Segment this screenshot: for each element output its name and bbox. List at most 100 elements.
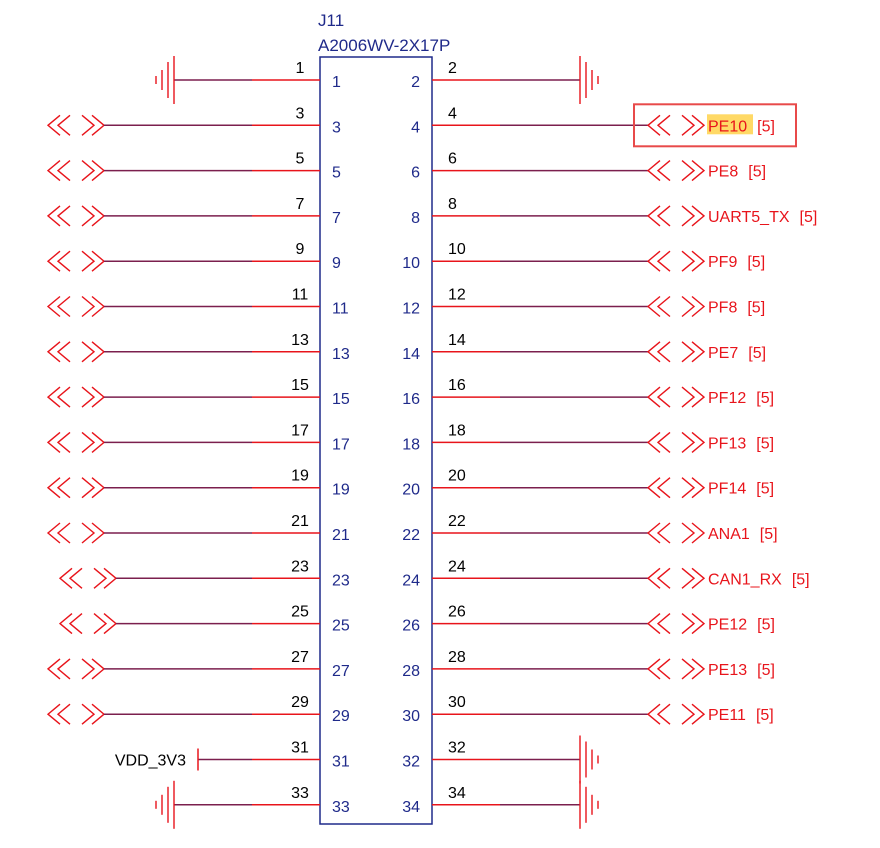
- port-arrow-icon: [46, 703, 106, 725]
- pin-number-outer-left: 3: [296, 105, 305, 122]
- port-arrow-icon: [646, 477, 706, 499]
- pin-number-outer-right: 24: [448, 558, 466, 575]
- port-arrow-icon: [46, 431, 106, 453]
- pin-number-outer-left: 29: [291, 694, 309, 711]
- port-arrow-icon: [646, 341, 706, 363]
- pin-number-outer-right: 34: [448, 785, 466, 802]
- connector-body: [319, 56, 433, 825]
- pin-number-outer-left: 19: [291, 468, 309, 485]
- net-label-6: PE8: [708, 164, 738, 181]
- pin-number-outer-right: 30: [448, 694, 466, 711]
- pin-number-inner-left: 19: [332, 482, 350, 499]
- pin-number-inner-right: 12: [402, 301, 420, 318]
- sheet-ref: [5]: [757, 118, 775, 135]
- pin-number-inner-left: 1: [332, 74, 341, 91]
- pin-number-outer-right: 26: [448, 604, 466, 621]
- port-arrow-icon: [646, 250, 706, 272]
- port-arrow-icon: [646, 431, 706, 453]
- port-arrow-icon: [646, 703, 706, 725]
- port-arrow-icon: [646, 205, 706, 227]
- pin-number-inner-right: 18: [402, 436, 420, 453]
- pin-number-outer-right: 8: [448, 196, 457, 213]
- port-arrow-icon: [46, 341, 106, 363]
- port-arrow-icon: [646, 295, 706, 318]
- port-arrow-icon: [46, 250, 106, 272]
- pin-number-outer-right: 14: [448, 332, 466, 349]
- component-part-number: A2006WV-2X17P: [318, 36, 450, 55]
- net-label-18: PF13: [708, 435, 746, 452]
- net-label-20: PF14: [708, 481, 746, 498]
- port-arrow-icon: [646, 114, 706, 136]
- pins-layer: 1133557799111113131515171719192121232325…: [46, 56, 817, 829]
- pin-number-inner-left: 27: [332, 663, 350, 680]
- port-arrow-icon: [646, 522, 706, 544]
- sheet-ref: [5]: [748, 164, 766, 181]
- port-arrow-icon: [646, 386, 706, 408]
- port-arrow-icon: [646, 658, 706, 680]
- pin-number-inner-left: 29: [332, 708, 350, 725]
- net-label-28: PE13: [708, 662, 747, 679]
- pin-number-inner-right: 28: [402, 663, 420, 680]
- port-arrow-icon: [46, 295, 106, 318]
- pin-number-inner-left: 33: [332, 799, 350, 816]
- pin-number-outer-right: 18: [448, 422, 466, 439]
- port-arrow-icon: [646, 160, 706, 182]
- port-arrow-icon: [646, 567, 706, 589]
- power-net-label: VDD_3V3: [115, 753, 186, 770]
- port-arrow-icon: [46, 658, 106, 680]
- sheet-ref: [5]: [748, 345, 766, 362]
- highlight-marker: [707, 114, 753, 135]
- pin-number-outer-left: 21: [291, 513, 309, 530]
- sheet-ref: [5]: [756, 390, 774, 407]
- pin-number-outer-left: 5: [296, 151, 305, 168]
- pin-number-inner-right: 14: [402, 346, 420, 363]
- net-label-26: PE12: [708, 617, 747, 634]
- pin-number-inner-right: 6: [411, 165, 420, 182]
- pin-number-outer-right: 20: [448, 468, 466, 485]
- pin-number-inner-right: 20: [402, 482, 420, 499]
- pin-number-outer-left: 9: [296, 241, 305, 258]
- pin-number-outer-left: 23: [291, 558, 309, 575]
- pin-number-inner-left: 21: [332, 527, 350, 544]
- pin-number-inner-right: 22: [402, 527, 420, 544]
- pin-number-inner-left: 17: [332, 436, 350, 453]
- pin-number-outer-left: 33: [291, 785, 309, 802]
- pin-number-outer-left: 7: [296, 196, 305, 213]
- pin-number-outer-right: 4: [448, 105, 457, 122]
- pin-number-inner-right: 8: [411, 210, 420, 227]
- pin-number-inner-right: 30: [402, 708, 420, 725]
- net-label-30: PE11: [708, 707, 746, 724]
- pin-number-inner-left: 25: [332, 618, 350, 635]
- pin-number-inner-right: 34: [402, 799, 420, 816]
- pin-number-inner-left: 3: [332, 119, 341, 136]
- net-label-4: PE10: [708, 118, 747, 135]
- pin-number-outer-right: 12: [448, 287, 466, 304]
- net-label-24: CAN1_RX: [708, 571, 782, 588]
- pin-number-inner-right: 26: [402, 618, 420, 635]
- pin-number-inner-right: 24: [402, 572, 420, 589]
- sheet-ref: [5]: [756, 707, 774, 724]
- pin-number-inner-left: 11: [332, 301, 349, 318]
- port-arrow-icon: [46, 522, 106, 544]
- net-label-14: PE7: [708, 345, 738, 362]
- pin-number-inner-right: 4: [411, 119, 420, 136]
- net-label-22: ANA1: [708, 526, 750, 543]
- port-arrow-icon: [46, 386, 106, 408]
- pin-number-inner-right: 2: [411, 74, 420, 91]
- pin-number-outer-left: 15: [291, 377, 309, 394]
- pin-number-inner-left: 15: [332, 391, 350, 408]
- pin-number-outer-right: 22: [448, 513, 466, 530]
- pin-number-inner-left: 9: [332, 255, 341, 272]
- sheet-ref: [5]: [792, 571, 810, 588]
- sheet-ref: [5]: [756, 481, 774, 498]
- pin-number-outer-right: 28: [448, 649, 466, 666]
- sheet-ref: [5]: [747, 300, 765, 317]
- sheet-ref: [5]: [757, 662, 775, 679]
- pin-number-outer-left: 27: [291, 649, 309, 666]
- port-arrow-icon: [58, 613, 118, 635]
- pin-number-inner-left: 13: [332, 346, 350, 363]
- pin-number-outer-right: 6: [448, 151, 457, 168]
- pin-number-inner-right: 16: [402, 391, 420, 408]
- net-label-16: PF12: [708, 390, 746, 407]
- pin-number-outer-left: 31: [291, 740, 309, 757]
